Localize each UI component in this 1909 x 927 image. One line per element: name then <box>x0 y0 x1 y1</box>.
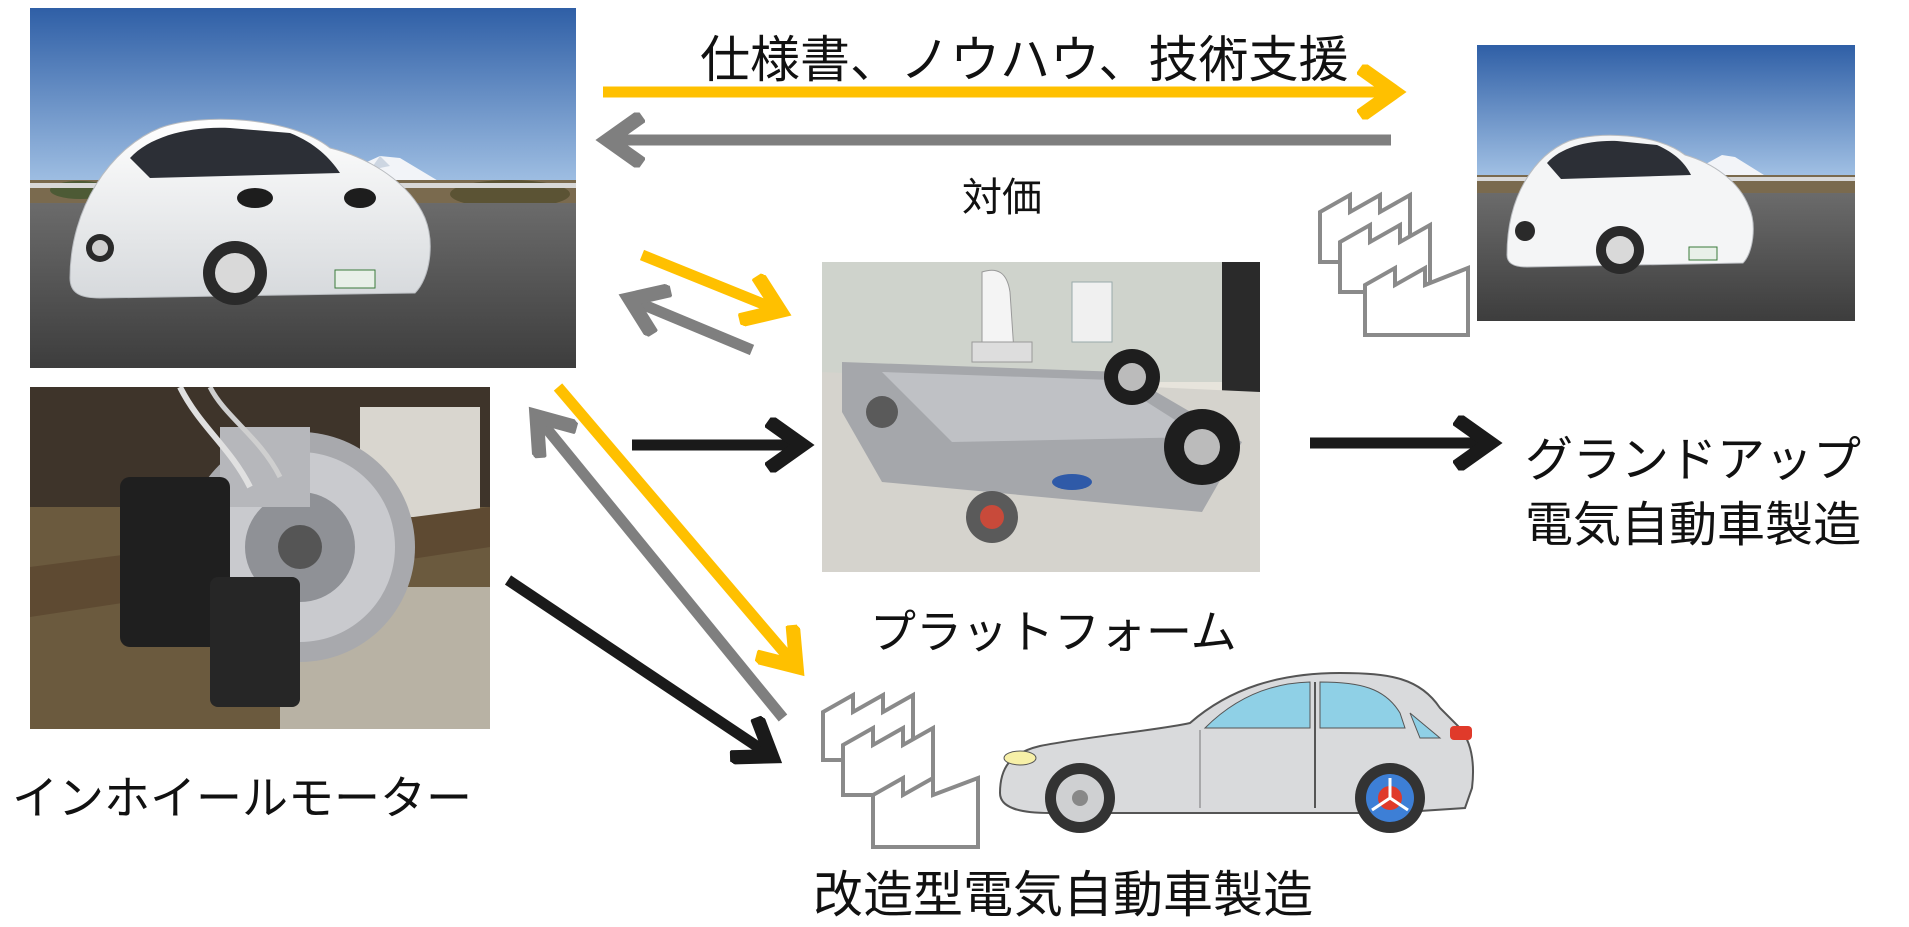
in-wheel-motor-label: インホイールモーター <box>12 771 472 825</box>
payment-label: 対価 <box>962 175 1042 221</box>
factory-icon <box>821 691 980 849</box>
arrow-spec-to-conversion <box>553 383 795 665</box>
in-wheel-motor-photo <box>30 387 490 729</box>
ev-photo-main <box>30 8 576 368</box>
factory-icon <box>1318 191 1470 337</box>
platform-photo <box>822 262 1260 572</box>
ground-up-ev-manufacturing-line2: 電気自動車製造 <box>1525 497 1862 553</box>
platform-label: プラットフォーム <box>870 605 1237 659</box>
car-illustration-image <box>998 671 1475 833</box>
conversion-ev-manufacturing-label: 改造型電気自動車製造 <box>813 866 1313 924</box>
spec-knowhow-support-label: 仕様書、ノウハウ、技術支援 <box>700 31 1349 89</box>
converted-car-illustration <box>990 668 1480 838</box>
arrow-payment-from-platform <box>632 300 755 356</box>
arrow-payment-from-conversion <box>538 418 788 722</box>
ev-photo-main-image <box>30 8 576 368</box>
platform-image <box>822 262 1260 572</box>
ground-up-ev-manufacturing-line1: グランドアップ <box>1525 432 1862 488</box>
ev-photo-right-image <box>1477 45 1855 321</box>
in-wheel-motor-image <box>30 387 490 729</box>
ev-photo-right <box>1477 45 1855 321</box>
arrow-spec-to-platform <box>639 249 778 310</box>
arrow-motor-to-conversion <box>504 575 770 755</box>
